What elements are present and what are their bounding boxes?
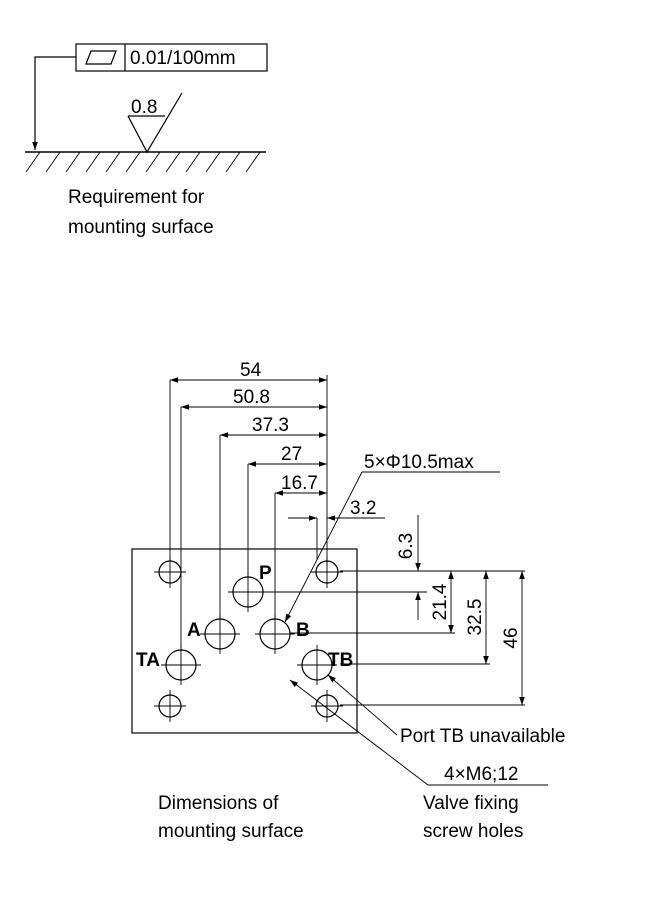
tolerance-leader (32, 56, 76, 150)
hatch-line (105, 151, 121, 173)
screw-callout: 4×M6;12 (444, 764, 518, 785)
port-hole-p (228, 572, 268, 612)
dim-6-3: 6.3 (396, 533, 417, 559)
screw-caption-1: Valve fixing (423, 793, 519, 814)
surface-requirement-caption-1: Requirement for (68, 187, 205, 208)
dim-32-5: 32.5 (465, 599, 486, 636)
mounting-surface-caption-1: Dimensions of (158, 793, 279, 814)
hatch-line (225, 151, 241, 173)
dim-37-3: 37.3 (252, 415, 289, 436)
screw-hole-bottom-left (154, 690, 186, 722)
screw-hole-top-left (154, 556, 186, 588)
flatness-symbol-icon (85, 50, 117, 65)
hatch-line (165, 151, 181, 173)
dim-21-4: 21.4 (430, 583, 451, 620)
port-callout-leader (284, 471, 363, 623)
mounting-surface-drawing: 54 50.8 37.3 27 16.7 3.2 5×Φ10.5max 6.3 … (131, 360, 565, 842)
screw-caption-2: screw holes (423, 821, 523, 842)
port-hole-tb (297, 645, 337, 685)
dim-27: 27 (281, 444, 302, 465)
hatch-line (65, 151, 81, 173)
dim-54: 54 (240, 360, 262, 381)
port-label-b: B (296, 620, 310, 641)
screw-hole-top-right (311, 556, 343, 588)
roughness-value-text: 0.8 (131, 97, 157, 118)
port-label-a: A (187, 620, 201, 641)
dim-46: 46 (501, 627, 522, 648)
port-label-ta: TA (136, 650, 160, 671)
screw-hole-bottom-right (311, 690, 343, 722)
port-hole-b (255, 614, 295, 654)
hatch-line (145, 151, 161, 173)
dim-3-2: 3.2 (350, 498, 376, 519)
port-hole-a (200, 614, 240, 654)
flatness-tolerance-text: 0.01/100mm (130, 48, 236, 69)
screw-callout-leader (289, 679, 429, 786)
dim-50-8: 50.8 (233, 387, 270, 408)
port-holes-callout: 5×Φ10.5max (364, 452, 474, 473)
mounting-surface-caption-2: mounting surface (158, 821, 304, 842)
port-hole-ta (161, 645, 201, 685)
tb-unavailable-note: Port TB unavailable (400, 726, 565, 747)
port-label-tb: TB (328, 650, 353, 671)
tb-note-leader (327, 674, 398, 736)
hatch-line (205, 151, 221, 173)
hatch-line (245, 151, 261, 173)
dim-16-7: 16.7 (281, 473, 318, 494)
hatch-line (185, 151, 201, 173)
mounting-plate-outline (131, 548, 358, 734)
surface-requirement-caption-2: mounting surface (68, 217, 214, 238)
surface-requirement: 0.01/100mm 0.8 Requirement for mounting … (25, 43, 268, 238)
hatch-line (85, 151, 101, 173)
surface-hatching (25, 151, 261, 173)
hatch-line (25, 151, 41, 173)
hatch-line (125, 151, 141, 173)
hatch-line (45, 151, 61, 173)
port-label-p: P (259, 563, 272, 584)
